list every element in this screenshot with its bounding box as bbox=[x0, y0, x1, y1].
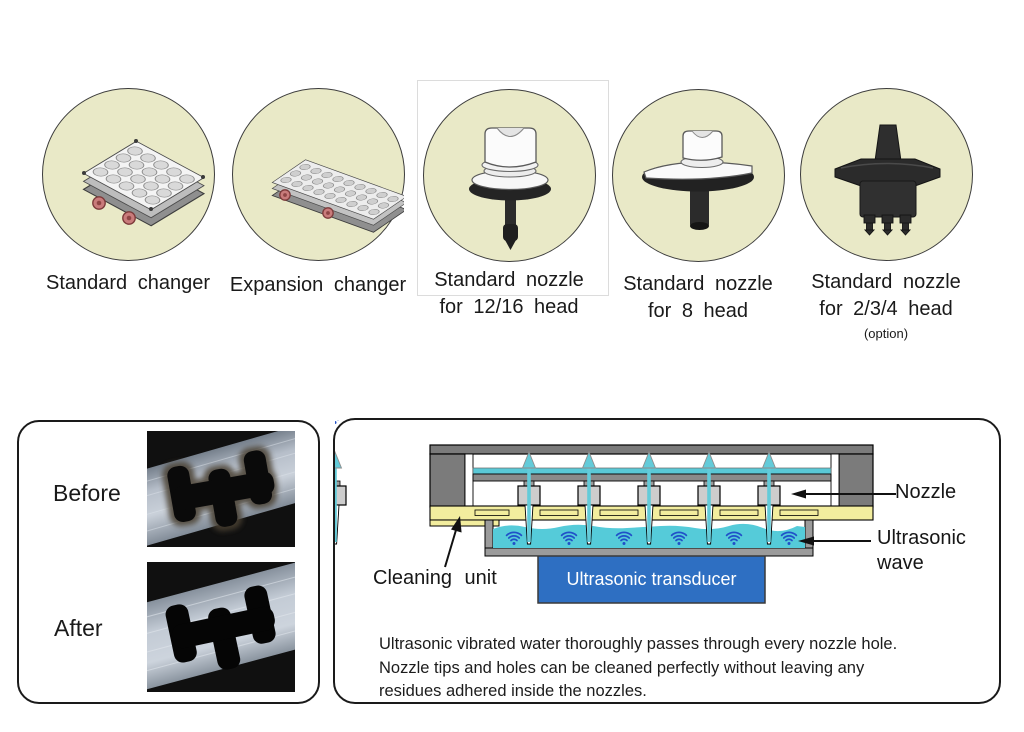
caption-line: Standard nozzle bbox=[434, 269, 584, 291]
expansion-changer-art bbox=[271, 159, 404, 233]
caption-line: for 12/16 head bbox=[439, 296, 579, 318]
description-line: Ultrasonic vibrated water thoroughly pas… bbox=[379, 635, 898, 653]
caption-line: Expansion changer bbox=[229, 274, 407, 296]
product-circle-standard-changer bbox=[42, 88, 215, 261]
nozzle-top-stem bbox=[874, 124, 902, 162]
product-circle-nozzle-2-3-4 bbox=[800, 88, 973, 261]
cleaning-diagram-panel: Nozzle Ultrasonic wave Cleaning unit Ult… bbox=[333, 418, 1001, 704]
nozzle-cap bbox=[682, 130, 723, 161]
corner-screws bbox=[82, 139, 205, 211]
changer-top-plate bbox=[82, 140, 205, 211]
caption-line: Standard changer bbox=[45, 272, 210, 294]
caption-nozzle-2-3-4: Standard nozzle for 2/3/4 head (option) bbox=[771, 269, 1001, 343]
nozzle-tips bbox=[863, 214, 912, 236]
caption-line: Standard nozzle bbox=[811, 271, 961, 293]
caption-line: for 2/3/4 head bbox=[819, 298, 953, 320]
transducer-label: Ultrasonic transducer bbox=[566, 569, 737, 589]
changer-wheels bbox=[279, 189, 334, 219]
product-circle-nozzle-12-16 bbox=[423, 89, 596, 262]
nozzle-label: Nozzle bbox=[895, 481, 957, 503]
ultrasonic-wave-label: Ultrasonic wave bbox=[877, 527, 966, 574]
before-label: Before bbox=[53, 480, 121, 506]
changer-wheels bbox=[92, 196, 136, 225]
changer-top-plate bbox=[271, 159, 404, 220]
product-circle-nozzle-8 bbox=[612, 89, 785, 262]
water-film bbox=[472, 467, 832, 475]
after-label: After bbox=[54, 615, 103, 641]
nozzle-cap bbox=[484, 127, 537, 168]
caption-note: (option) bbox=[863, 326, 909, 341]
frame bbox=[429, 444, 874, 508]
cleaning-unit-label: Cleaning unit bbox=[373, 567, 497, 589]
nozzle-stem bbox=[690, 185, 709, 230]
pointer-arrows bbox=[444, 489, 896, 568]
product-circle-expansion-changer bbox=[232, 88, 405, 261]
description-text: Ultrasonic vibrated water thoroughly pas… bbox=[379, 633, 897, 704]
nozzle-hole-clean bbox=[165, 585, 276, 670]
transducer-box bbox=[537, 555, 766, 604]
before-after-panel: Before bbox=[17, 420, 320, 704]
nozzle-hole-dirty bbox=[162, 446, 278, 532]
caption-line: Standard nozzle bbox=[623, 273, 773, 295]
nozzle-body bbox=[859, 180, 917, 218]
description-line: residues adhered inside the nozzles. bbox=[379, 682, 647, 700]
caption-nozzle-8: Standard nozzle for 8 head bbox=[583, 271, 813, 325]
nozzle-assemblies bbox=[335, 450, 782, 546]
nozzle-2-3-4-art bbox=[834, 124, 941, 236]
cleaning-unit-diagram bbox=[335, 420, 896, 604]
caption-expansion-changer: Expansion changer bbox=[203, 272, 433, 299]
rail bbox=[472, 473, 832, 482]
caption-nozzle-12-16: Standard nozzle for 12/16 head bbox=[394, 267, 624, 321]
disc-highlight bbox=[840, 162, 934, 169]
standard-changer-art bbox=[82, 139, 206, 227]
description-line: Nozzle tips and holes can be cleaned per… bbox=[379, 658, 865, 677]
before-photo bbox=[147, 431, 295, 547]
nozzle-12-16-art bbox=[469, 127, 551, 250]
nozzle-8-art bbox=[642, 130, 754, 230]
caption-standard-changer: Standard changer bbox=[13, 270, 243, 297]
after-photo bbox=[147, 562, 295, 692]
ultrasonic-wave-icons bbox=[335, 420, 798, 546]
caption-line: for 8 head bbox=[647, 300, 749, 322]
